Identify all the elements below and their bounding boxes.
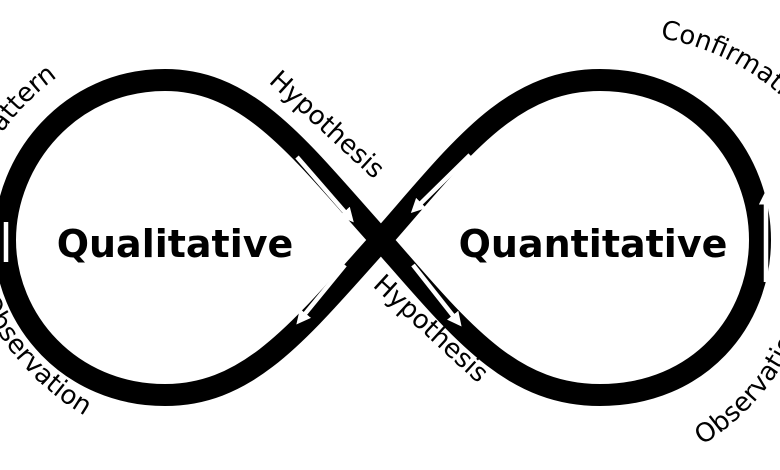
quantitative-label: Quantitative (459, 222, 728, 266)
qualitative-label: Qualitative (57, 222, 294, 266)
arrow-left-lower-icon (296, 263, 347, 325)
flow-arrows (3, 153, 774, 327)
arrow-hypothesis-bottom-icon (411, 263, 462, 327)
infinity-loop (0, 69, 771, 406)
arrow-right-upper-icon (410, 153, 472, 214)
arrow-hypothesis-top-icon (295, 155, 354, 223)
